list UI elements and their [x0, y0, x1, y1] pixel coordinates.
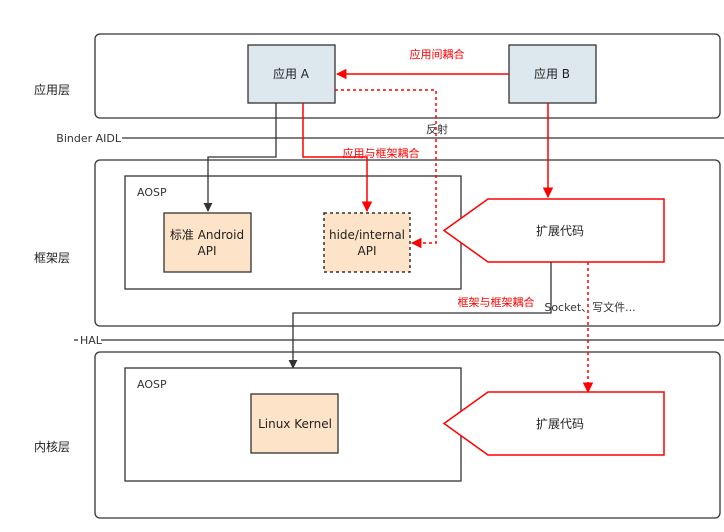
- kernel-extension-code-shape: [442, 391, 665, 456]
- app-coupling-label: 应用间耦合: [410, 47, 465, 61]
- hide-api-label-line1: hide/internal: [329, 228, 405, 242]
- layer-label-app: 应用层: [34, 82, 70, 97]
- app-a-label: 应用 A: [273, 66, 310, 81]
- hide-api-label-line2: API: [358, 244, 377, 258]
- app-a-box: [247, 44, 336, 104]
- hide-internal-api-box: [323, 212, 411, 273]
- binder-boundary-label: Binder AIDL: [56, 132, 122, 145]
- framework-extension-code-shape: [442, 198, 665, 263]
- app-a-to-standard-api-arrow: [203, 103, 277, 212]
- reflection-arrow: [335, 89, 437, 249]
- extension-to-kernel-arrow: [288, 262, 552, 369]
- standard-api-label-line2: API: [198, 244, 217, 258]
- app-a-to-hide-api-arrow: [302, 103, 373, 213]
- app-layer-panel: [94, 33, 721, 119]
- kernel-extension-code-label: 扩展代码: [536, 417, 584, 431]
- standard-api-label-line1: 标准 Android: [170, 228, 244, 242]
- linux-kernel-box: [250, 393, 339, 454]
- hal-boundary-label: HAL: [80, 334, 103, 347]
- layer-label-framework: 框架层: [34, 251, 70, 265]
- layer-label-kernel: 内核层: [34, 440, 70, 454]
- reflection-label: 反射: [426, 122, 448, 136]
- framework-extension-code-label: 扩展代码: [536, 224, 584, 238]
- framework-framework-coupling-label: 框架与框架耦合: [458, 295, 535, 309]
- standard-android-api-box: [163, 212, 252, 273]
- kernel-aosp-label: AOSP: [137, 378, 167, 391]
- app-b-label: 应用 B: [534, 66, 570, 81]
- framework-aosp-label: AOSP: [137, 186, 167, 199]
- app-framework-coupling-label: 应用与框架耦合: [343, 146, 420, 160]
- linux-kernel-label: Linux Kernel: [258, 417, 332, 431]
- ipc-note-label: Socket、写文件...: [544, 300, 635, 314]
